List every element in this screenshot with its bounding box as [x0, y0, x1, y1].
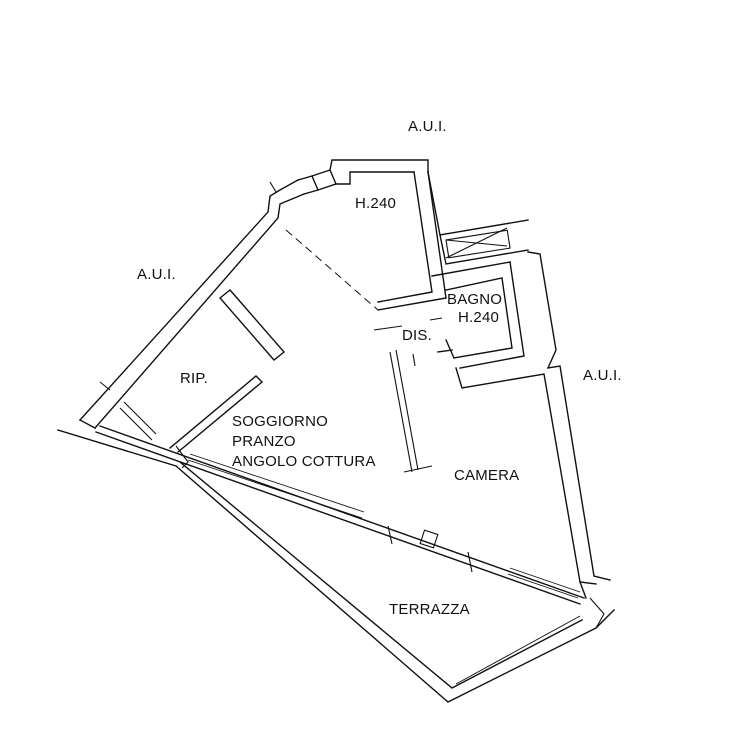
bagno-left-wall: [431, 261, 525, 369]
upper-wall-outer: [297, 159, 429, 181]
upper-wall-inner: [303, 171, 415, 195]
terrace-corner: [589, 597, 605, 629]
label-pranzo: PRANZO: [232, 433, 296, 450]
outer-walls: [79, 159, 611, 599]
column: [419, 529, 439, 549]
left-door-stub: [99, 381, 111, 391]
h240-right-wall-inner: [377, 171, 433, 303]
jamb-1: [387, 525, 393, 545]
right-wall-end: [579, 581, 587, 599]
jamb-2: [467, 551, 473, 573]
right-wall-outer-2: [547, 365, 611, 581]
rip-wall-2: [169, 375, 264, 453]
left-wall-outer: [79, 179, 299, 421]
dashed-outline: [285, 229, 379, 311]
dis-wall: [389, 349, 419, 473]
glazing-2: [507, 567, 581, 599]
glazing-1: [187, 453, 365, 519]
bagno-left-wall-inner: [445, 277, 513, 359]
label-aui-left: A.U.I.: [137, 266, 176, 283]
dis-top-wall: [373, 317, 443, 331]
right-wall-outer: [527, 251, 557, 369]
label-terrazza: TERRAZZA: [389, 601, 470, 618]
labels: A.U.I. A.U.I. A.U.I. H.240 BAGNO H.240 D…: [137, 118, 622, 618]
terrace-rail: [455, 615, 581, 685]
facade-window: [95, 401, 585, 605]
label-rip: RIP.: [180, 370, 208, 387]
right-wall-seg: [455, 367, 597, 585]
label-aui-top: A.U.I.: [408, 118, 447, 135]
h240-right-wall-outer: [377, 171, 447, 311]
label-dis: DIS.: [402, 327, 432, 344]
left-glazing: [119, 401, 157, 441]
shaft-wall-outer: [427, 171, 529, 236]
left-wall-end: [79, 419, 96, 429]
facade-line-2: [99, 425, 585, 599]
dis-right-stub: [412, 353, 416, 367]
terrace: [57, 429, 615, 703]
label-bagno-height: H.240: [458, 309, 499, 326]
terrace-outer: [57, 429, 615, 703]
upper-door-stub: [269, 181, 277, 193]
label-h240: H.240: [355, 195, 396, 212]
facade-line-1: [95, 431, 581, 605]
label-soggiorno: SOGGIORNO: [232, 413, 328, 430]
terrace-inner: [179, 461, 583, 689]
bagno-door-jamb: [437, 339, 455, 359]
left-wall-inner: [94, 193, 305, 429]
label-aui-right: A.U.I.: [583, 367, 622, 384]
rip-wall: [218, 289, 286, 361]
shaft-cross: [445, 227, 508, 259]
shaft: [445, 229, 511, 259]
label-camera: CAMERA: [454, 467, 519, 484]
label-angolo-cottura: ANGOLO COTTURA: [232, 453, 376, 470]
shaft-wall-inner: [439, 234, 529, 265]
dis-threshold: [403, 465, 433, 473]
label-bagno: BAGNO: [447, 291, 502, 308]
upper-jamb: [311, 169, 337, 191]
